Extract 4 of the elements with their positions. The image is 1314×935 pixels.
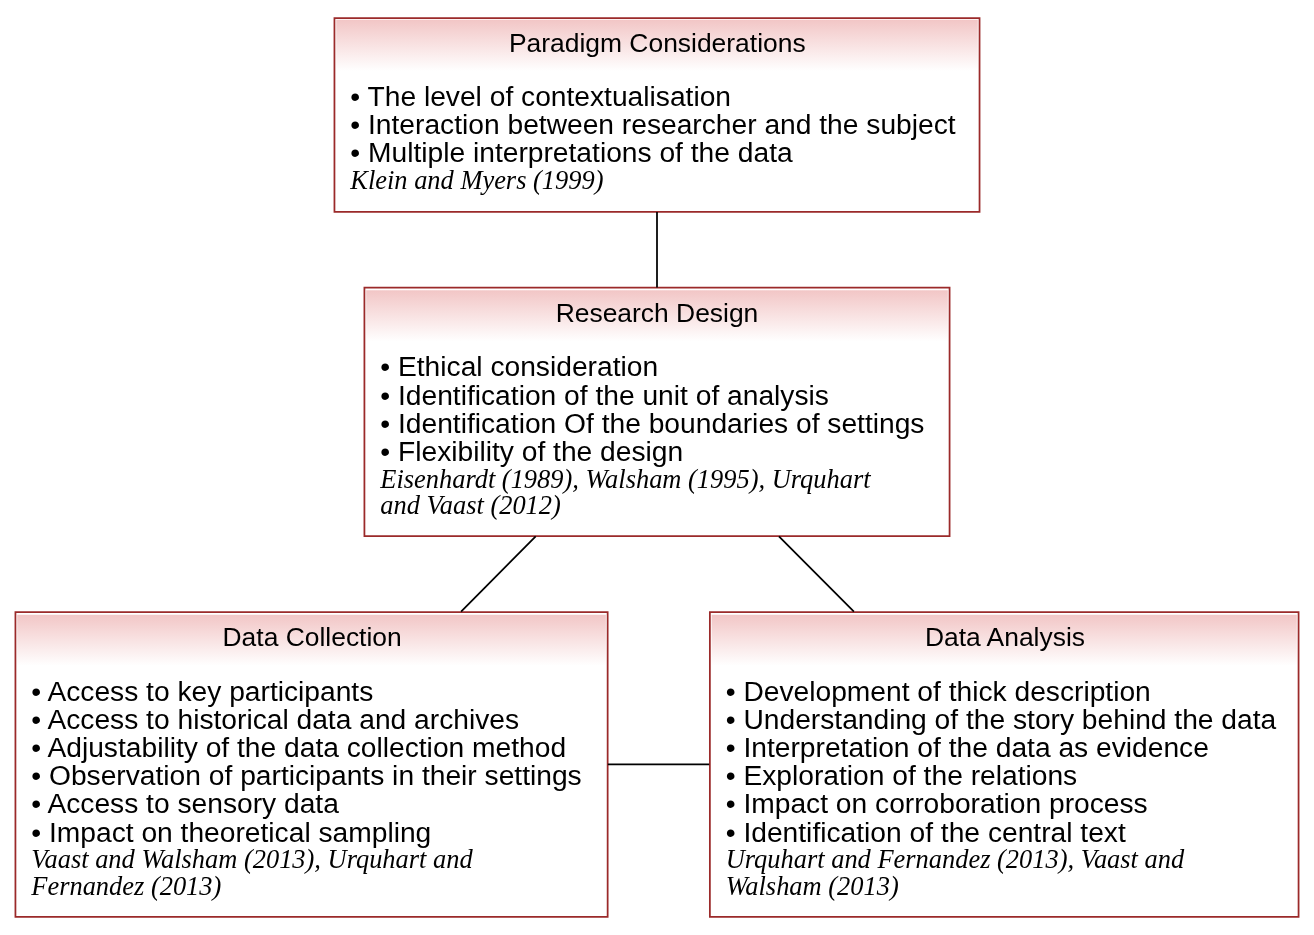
connector <box>778 535 855 613</box>
connector <box>656 211 658 289</box>
connector <box>460 535 537 613</box>
connector <box>606 763 711 766</box>
